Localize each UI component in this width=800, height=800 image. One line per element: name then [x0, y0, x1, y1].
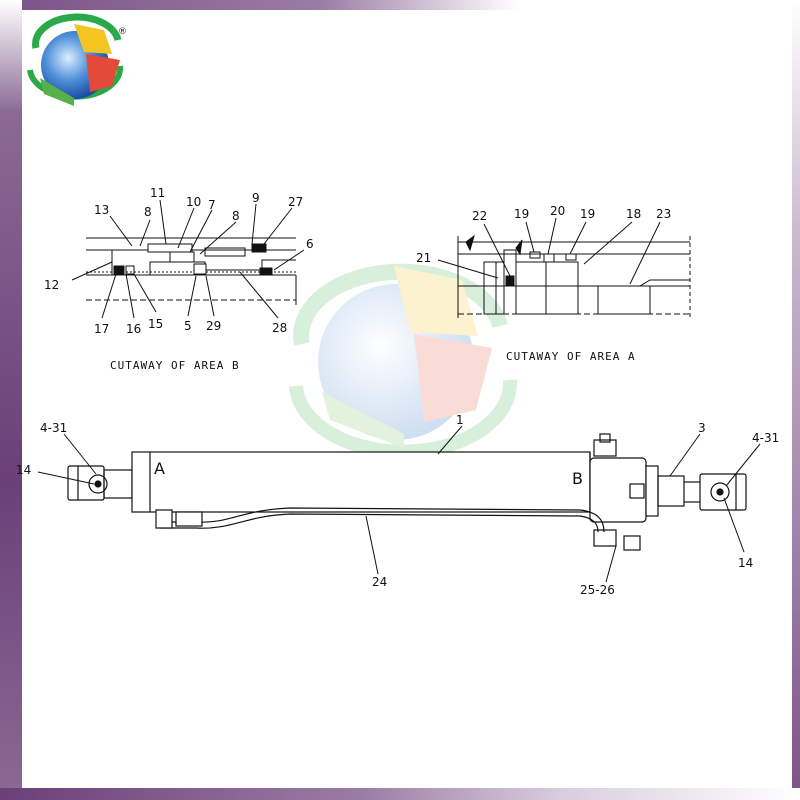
- callout-16: 16: [126, 322, 141, 336]
- callout-8: 8: [144, 205, 152, 219]
- callout-10: 10: [186, 195, 201, 209]
- frame-top-band: [0, 0, 800, 10]
- brand-logo: ®: [27, 13, 127, 106]
- cutaway-area-b: [86, 237, 297, 305]
- frame-left-band: [0, 0, 22, 800]
- watermark-logo: [289, 263, 518, 459]
- callout-24: 24: [372, 575, 387, 589]
- callout-13: 13: [94, 203, 109, 217]
- cutaway-area-a: [457, 234, 691, 318]
- callout-3: 3: [698, 421, 706, 435]
- callout-22: 22: [472, 209, 487, 223]
- callout-14-right: 14: [738, 556, 753, 570]
- area-b-leaders: [71, 199, 305, 319]
- callout-4-31-right: 4-31: [752, 431, 779, 445]
- registered-mark: ®: [118, 27, 127, 37]
- callout-8b: 8: [232, 209, 240, 223]
- callout-28: 28: [272, 321, 287, 335]
- callout-5: 5: [184, 319, 192, 333]
- main-leaders: [37, 425, 761, 583]
- frame-bottom-band: [0, 788, 800, 800]
- marker-area-b: B: [572, 469, 583, 488]
- callout-18: 18: [626, 207, 641, 221]
- callout-11: 11: [150, 186, 165, 200]
- callout-17: 17: [94, 322, 109, 336]
- callout-1: 1: [456, 413, 464, 427]
- caption-area-b: CUTAWAY OF AREA B: [110, 359, 240, 372]
- callout-25-26: 25-26: [580, 583, 615, 597]
- marker-area-a: A: [154, 459, 165, 478]
- callout-19: 19: [514, 207, 529, 221]
- callout-6: 6: [306, 237, 314, 251]
- callout-20: 20: [550, 204, 565, 218]
- caption-area-a: CUTAWAY OF AREA A: [506, 350, 636, 363]
- callout-29: 29: [206, 319, 221, 333]
- callout-12: 12: [44, 278, 59, 292]
- callout-7: 7: [208, 198, 216, 212]
- frame-right-band: [792, 0, 800, 800]
- callout-27: 27: [288, 195, 303, 209]
- callout-19b: 19: [580, 207, 595, 221]
- callout-14-left: 14: [16, 463, 31, 477]
- callout-9: 9: [252, 191, 260, 205]
- callout-4-31-left: 4-31: [40, 421, 67, 435]
- hydraulic-cylinder-assembly: [67, 433, 747, 551]
- area-a-leaders: [437, 217, 661, 285]
- callout-15: 15: [148, 317, 163, 331]
- callout-23: 23: [656, 207, 671, 221]
- callout-21: 21: [416, 251, 431, 265]
